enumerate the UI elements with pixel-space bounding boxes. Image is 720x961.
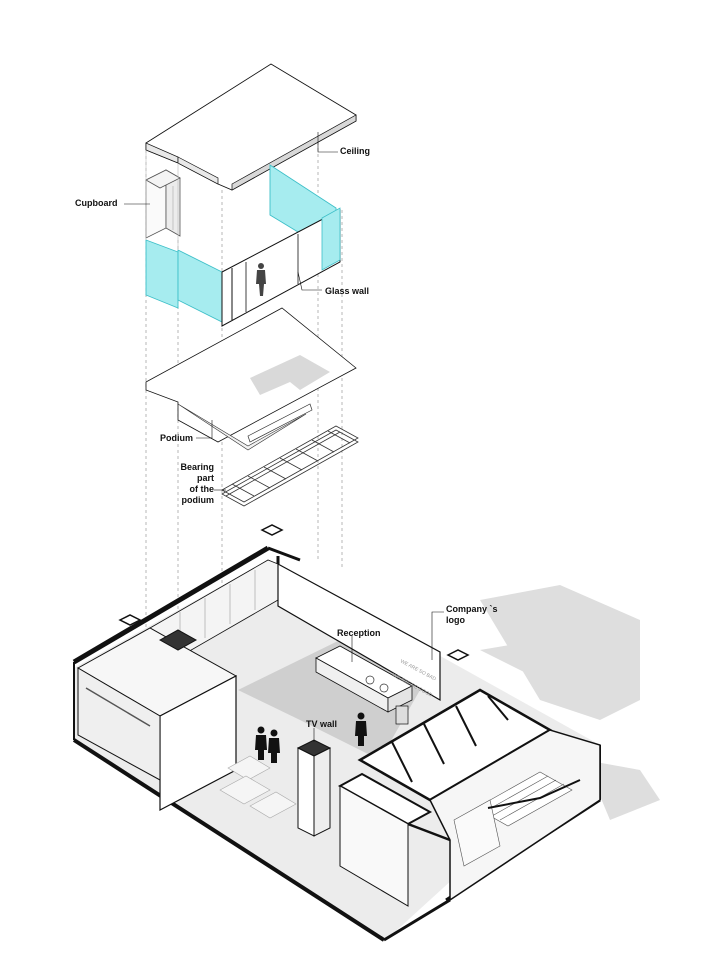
label-podium: Podium xyxy=(160,433,193,443)
podium-bearing-frame xyxy=(221,425,359,507)
cupboard xyxy=(145,169,181,239)
label-company-logo: Company `s logo xyxy=(446,604,498,625)
label-bearing-part: Bearing part of the podium xyxy=(180,462,214,505)
people-figures xyxy=(255,712,367,864)
reception-desk xyxy=(315,645,413,725)
left-room xyxy=(76,627,238,811)
ground-shadow xyxy=(480,585,660,820)
label-glass-wall: Glass wall xyxy=(325,286,370,296)
person-figure xyxy=(268,729,280,763)
glass-wall-room xyxy=(145,150,341,327)
label-reception: Reception xyxy=(337,628,381,638)
right-room-block xyxy=(357,688,601,902)
ceiling-slab xyxy=(145,63,357,191)
lounge-furniture xyxy=(219,755,297,819)
person-figure xyxy=(255,726,267,760)
staircase xyxy=(453,771,573,867)
person-figure xyxy=(355,712,367,746)
label-tv-wall: TV wall xyxy=(306,719,338,729)
person-figure xyxy=(256,263,266,296)
entrance-room xyxy=(337,772,451,907)
leader-lines xyxy=(124,132,444,742)
tv-wall xyxy=(296,739,332,837)
column-markers xyxy=(118,524,470,661)
label-cupboard: Cupboard xyxy=(75,198,118,208)
label-ceiling: Ceiling xyxy=(340,146,371,156)
podium xyxy=(145,307,357,451)
